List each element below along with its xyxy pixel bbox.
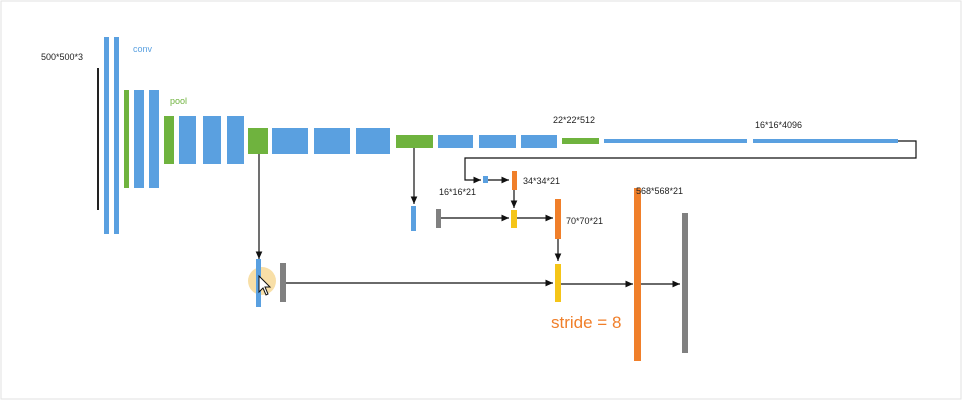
- upsample2-layer: [512, 171, 517, 190]
- conv4-layer-a: [272, 128, 308, 154]
- fc7-layer: [753, 139, 898, 143]
- fc7-size-label: 16*16*4096: [755, 120, 802, 130]
- input-layer: [97, 68, 99, 210]
- pool4-layer: [396, 135, 433, 148]
- stride-label: stride = 8: [551, 313, 621, 332]
- conv3-layer-a: [179, 116, 196, 164]
- score-size-label: 16*16*21: [439, 187, 476, 197]
- conv5-layer-a: [438, 135, 473, 148]
- upsample8-layer: [634, 188, 641, 361]
- fc6-layer: [604, 139, 747, 143]
- conv5-layer-b: [479, 135, 516, 148]
- fuse1-layer: [511, 210, 517, 228]
- upsample4-layer: [555, 199, 561, 239]
- conv2-layer-b: [149, 90, 159, 188]
- output-size-label: 568*568*21: [636, 186, 683, 196]
- conv5-layer-c: [521, 135, 557, 148]
- pool5-layer: [562, 138, 599, 144]
- crop-pool3-block: [280, 263, 286, 302]
- score-pool4-block: [411, 206, 416, 231]
- pointer-cursor-icon: [258, 274, 272, 296]
- fc6-size-label: 22*22*512: [553, 115, 595, 125]
- crop-pool4-block: [436, 209, 441, 228]
- conv1-layer-b: [114, 37, 119, 234]
- conv4-layer-c: [356, 128, 390, 154]
- input-size-label: 500*500*3: [41, 52, 83, 62]
- fuse2-layer: [555, 264, 561, 302]
- conv4-layer-b: [314, 128, 350, 154]
- fc7-to-score-connector: [464, 140, 917, 184]
- output-crop-layer: [682, 213, 688, 353]
- pool1-layer: [124, 90, 129, 188]
- upsample4-size-label: 70*70*21: [566, 216, 603, 226]
- conv3-layer-c: [227, 116, 244, 164]
- upsample2-size-label: 34*34*21: [523, 176, 560, 186]
- pool3-layer: [248, 128, 268, 154]
- pool2-layer: [164, 116, 174, 164]
- conv-label: conv: [133, 44, 153, 54]
- conv1-layer-a: [104, 37, 109, 234]
- conv2-layer-a: [134, 90, 144, 188]
- score-fc7-block: [483, 176, 488, 183]
- pool-label: pool: [170, 96, 187, 106]
- conv3-layer-b: [203, 116, 221, 164]
